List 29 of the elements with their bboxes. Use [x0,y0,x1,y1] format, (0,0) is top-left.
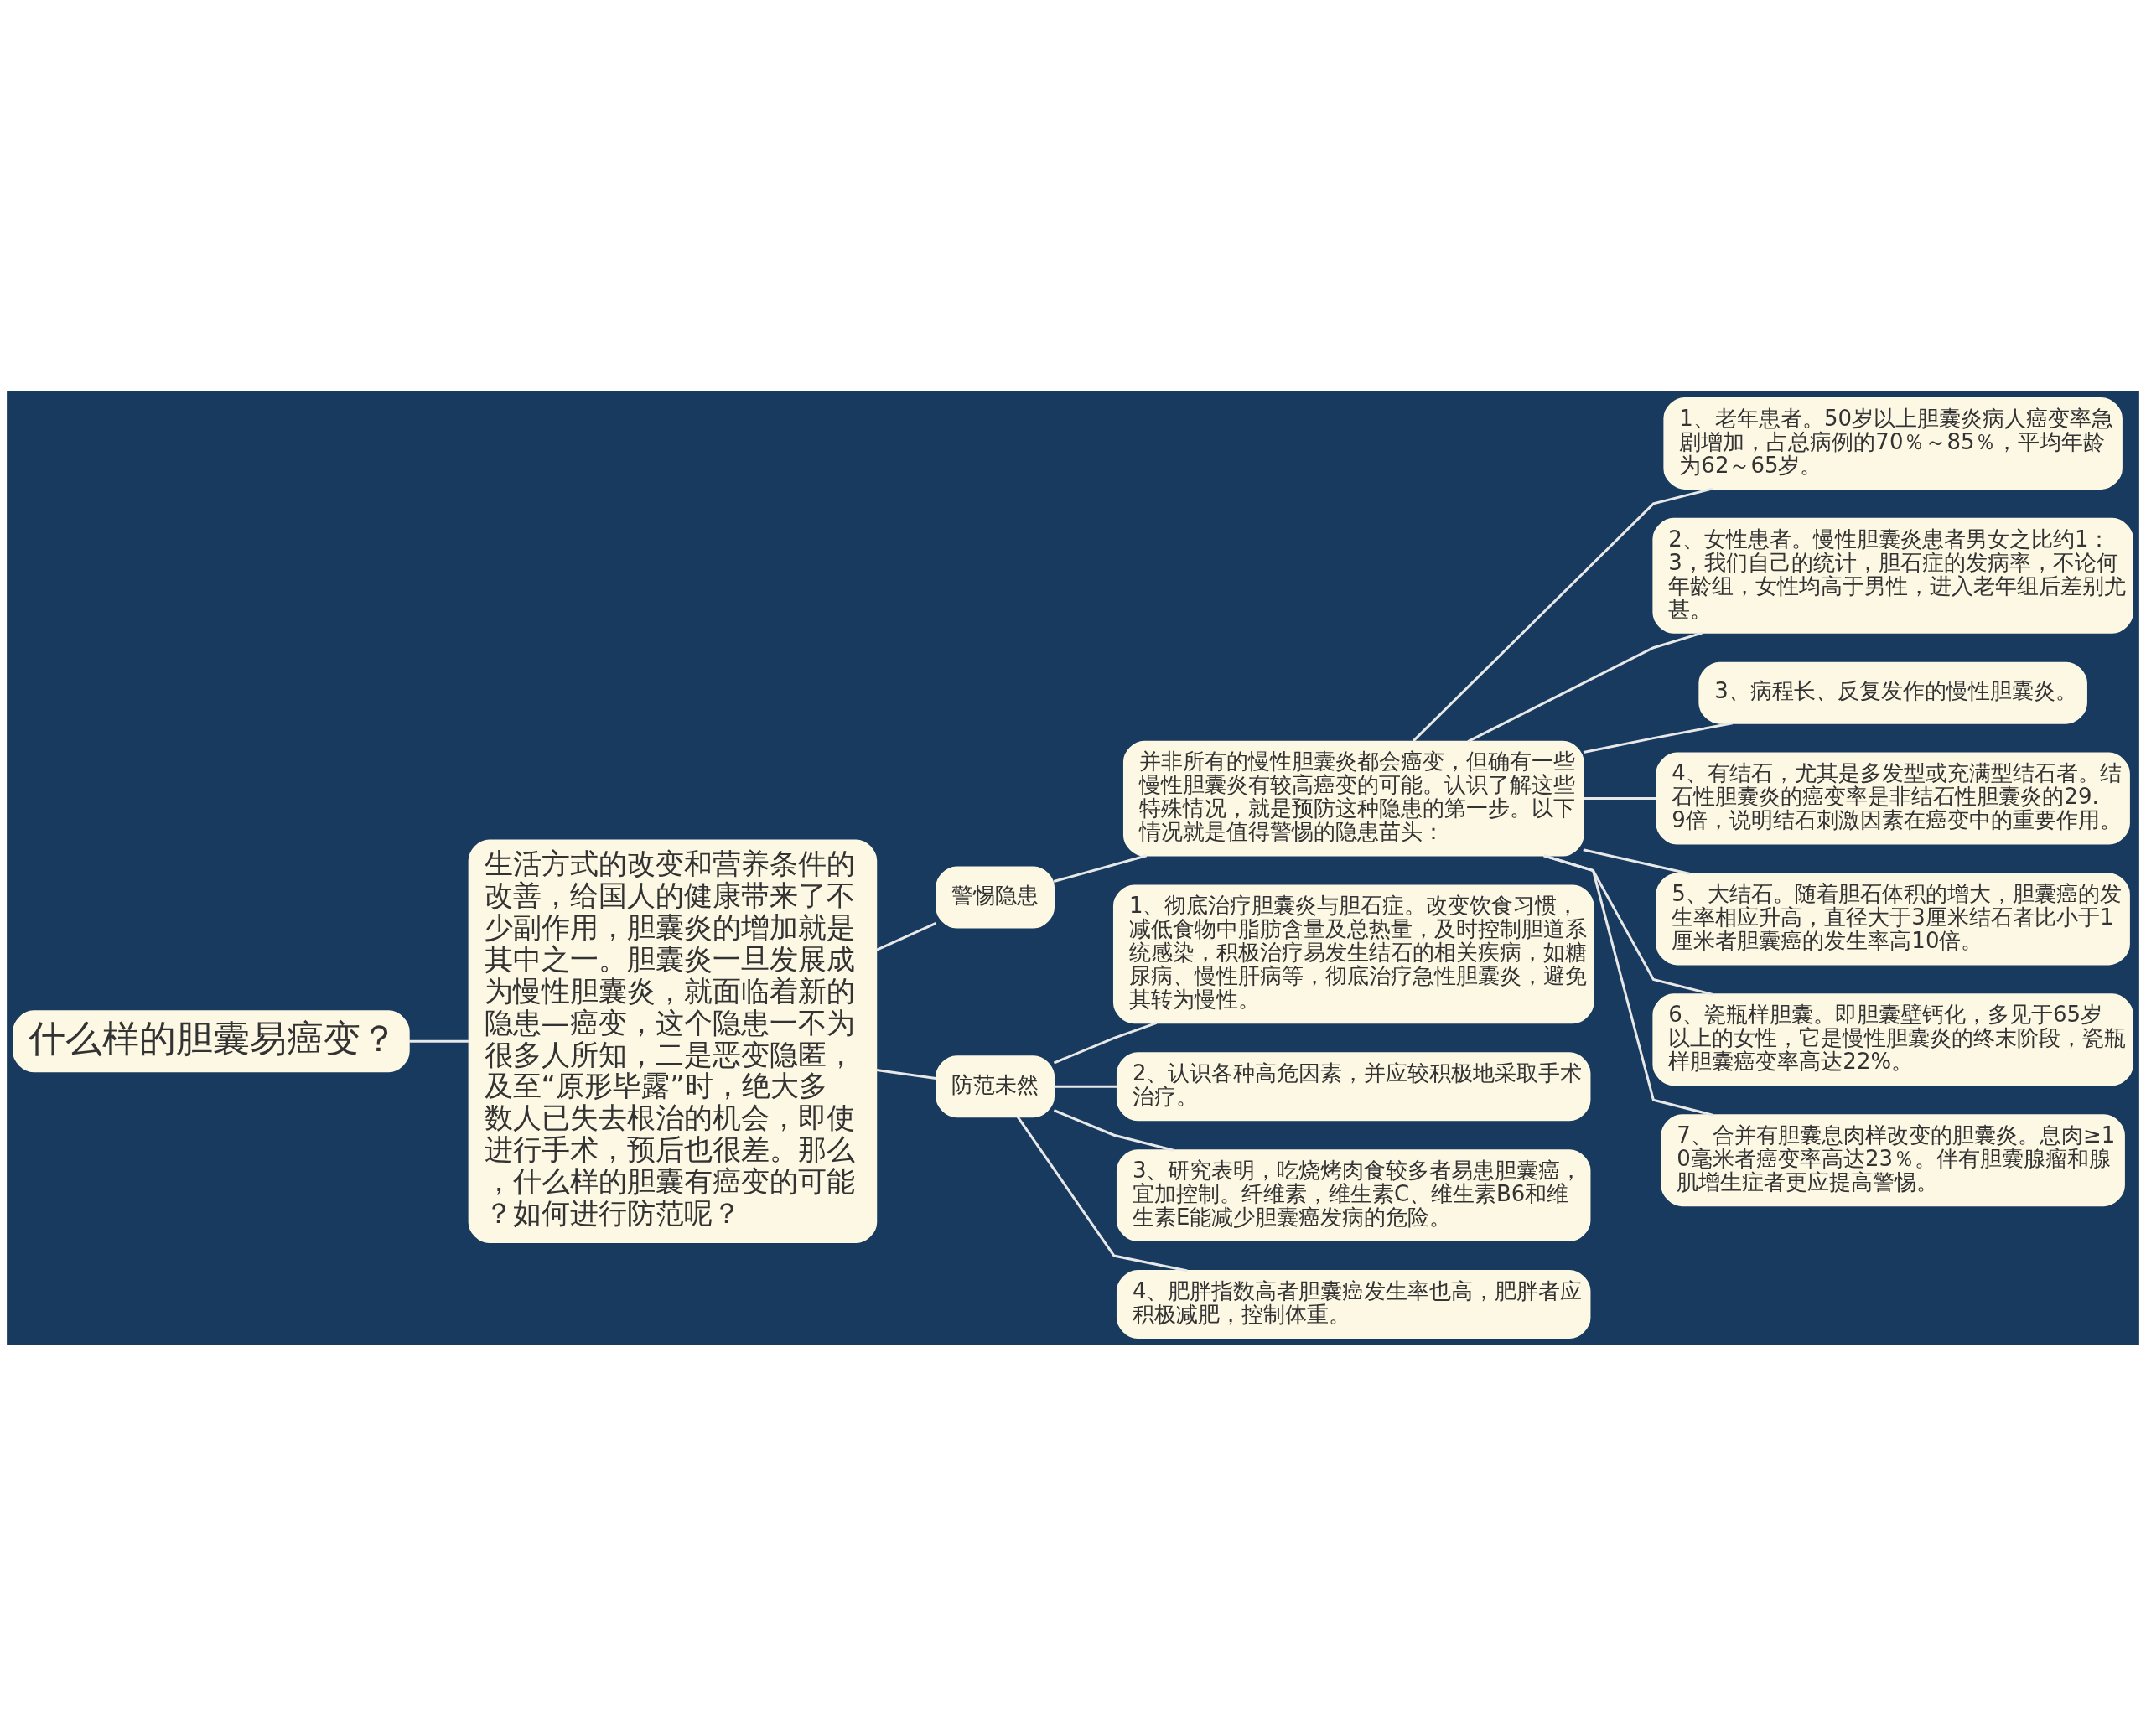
node-box: 并非所有的慢性胆囊炎都会癌变，但确有一些慢性胆囊炎有较高癌变的可能。认识了解这些特殊情况，就是预防这种隐患的第一步。以下情况就是值得警惕的隐患苗头： [1122,740,1584,857]
node-box: 4、有结石，尤其是多发型或充满型结石者。结石性胆囊炎的癌变率是非结石性胆囊炎的29.9倍，说明结石刺激因素在癌变中的重要作用。 [1656,752,2130,845]
connector [1583,722,1734,754]
connector [1543,854,1713,1117]
node-box: 1、老年患者。50岁以上胆囊炎病人癌变率急剧增加，占总病例的70％～85％，平均年龄为62～65岁。 [1663,397,2123,490]
connector [1053,854,1148,883]
connector [1054,1085,1117,1088]
connector [1467,631,1703,743]
node-box: 5、大结石。随着胆石体积的增大，胆囊癌的发生率相应升高，直径大于3厘米结石者比小于1厘米者胆囊癌的发生率高10倍。 [1656,873,2130,966]
node-box: 2、女性患者。慢性胆囊炎患者男女之比约1：3，我们自己的统计，胆石症的发病率，不论何年龄组，女性均高于男性，进入老年组后差别尤甚。 [1652,517,2133,634]
node-box: 2、认识各种高危因素，并应较积极地采取手术治疗。 [1116,1052,1591,1122]
node-box: 6、瓷瓶样胆囊。即胆囊壁钙化，多见于65岁以上的女性，它是慢性胆囊炎的终末阶段，瓷瓶样胆囊癌变率高达22%。 [1652,993,2133,1086]
connector [876,1069,936,1080]
connector [1413,487,1713,742]
node-box: 3、病程长、反复发作的慢性胆囊炎。 [1698,661,2087,724]
connector [1053,1109,1174,1152]
node-box: 7、合并有胆囊息肉样改变的胆囊炎。息肉≥10毫米者癌变率高达23％。伴有胆囊腺瘤和腺肌增生症者更应提高警惕。 [1661,1114,2125,1207]
node-box: 警惕隐患 [936,866,1055,929]
connector [875,922,937,951]
connector [409,1039,469,1043]
node-box: 生活方式的改变和营养条件的改善，给国人的健康带来了不少副作用，胆囊炎的增加就是其中之一。胆囊炎一旦发展成为慢性胆囊炎，就面临着新的隐患—癌变，这个隐患一不为很多人所知，二是恶变隐匿，及至“原形毕露”时，绝大多数人已失去根治的机会，即使进行手术，预后也很差。那么，什么样的胆囊有癌变的可能？如何进行防范呢？ [468,839,878,1244]
node-box: 4、肥胖指数高者胆囊癌发生率也高，肥胖者应积极减肥，控制体重。 [1116,1270,1591,1339]
node-box: 3、研究表明，吃烧烤肉食较多者易患胆囊癌，宜加控制。纤维素，维生素C、维生素B6和维生素E能减少胆囊癌发病的危险。 [1116,1149,1591,1242]
connector [1053,1022,1158,1065]
connector [1583,797,1657,801]
connector [1583,848,1691,875]
node-box: 什么样的胆囊易癌变？ [13,1010,410,1073]
node-box: 防范未然 [936,1055,1055,1118]
node-box: 1、彻底治疗胆囊炎与胆石症。改变饮食习惯，减低食物中脂肪含量及总热量，及时控制胆道系统感染，积极治疗易发生结石的相关疾病，如糖尿病、慢性肝病等，彻底治疗急性胆囊炎，避免其转为慢性。 [1112,884,1594,1024]
